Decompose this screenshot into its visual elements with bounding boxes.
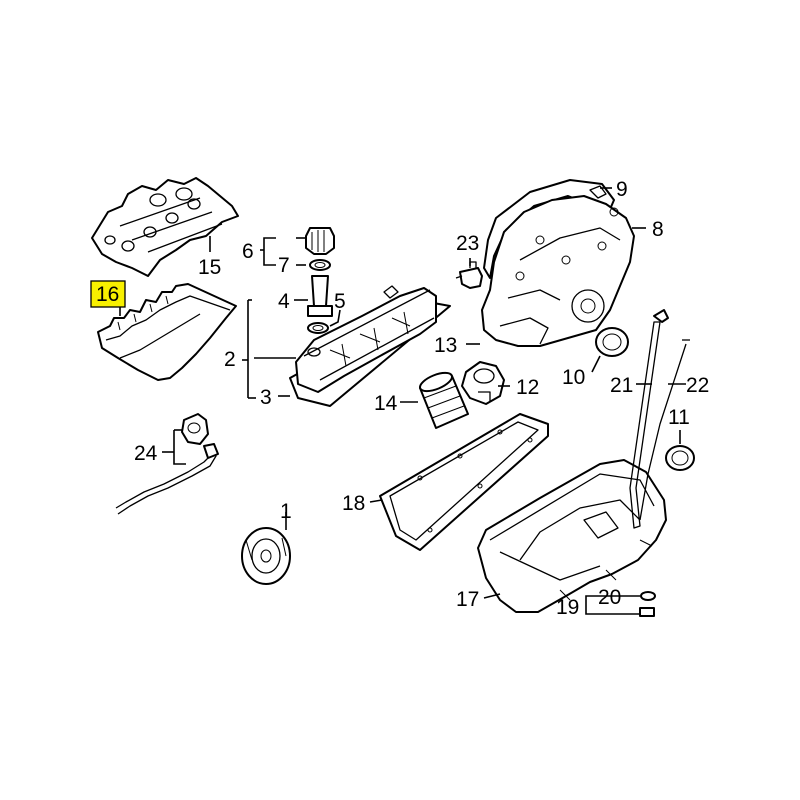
label-16-highlight <box>90 280 126 308</box>
crankcase-vent-part[interactable] <box>181 413 209 445</box>
label-20: 20 <box>598 586 621 609</box>
oil-filter-part[interactable] <box>418 369 469 429</box>
label-11: 11 <box>668 406 690 429</box>
oil-filler-tube-part[interactable] <box>307 275 333 317</box>
label-1: 1 <box>280 500 292 523</box>
oil-pan-gasket-part[interactable] <box>379 413 549 551</box>
label-10: 10 <box>562 366 585 389</box>
oil-filler-tube-oring-part[interactable] <box>307 322 329 334</box>
timing-cover-part[interactable] <box>481 185 635 347</box>
leader-lines <box>119 187 686 615</box>
drain-plug-gasket-part[interactable] <box>640 591 656 601</box>
label-9: 9 <box>616 178 628 201</box>
oil-filler-seal-part[interactable] <box>309 259 331 271</box>
label-21: 21 <box>610 374 633 397</box>
dipstick-part[interactable] <box>629 309 669 529</box>
oil-filler-cap-part[interactable] <box>305 227 335 255</box>
callout-labels: 1 2 3 4 5 6 7 8 9 10 11 12 13 14 15 16 1… <box>90 178 709 619</box>
timing-cover-seal-part[interactable] <box>595 327 629 357</box>
label-4: 4 <box>278 290 290 313</box>
label-3: 3 <box>260 386 272 409</box>
label-19: 19 <box>556 596 579 619</box>
label-17: 17 <box>456 588 479 611</box>
label-18: 18 <box>342 492 365 515</box>
sensor-part[interactable] <box>455 261 483 289</box>
label-22: 22 <box>686 374 709 397</box>
valve-cover-part[interactable] <box>295 285 437 393</box>
rear-main-seal-part[interactable] <box>665 445 695 471</box>
label-5: 5 <box>334 290 346 313</box>
label-8: 8 <box>652 218 664 241</box>
oil-pan-part[interactable] <box>477 459 667 613</box>
crankshaft-pulley-part[interactable] <box>241 527 291 585</box>
vent-hose-part[interactable] <box>115 443 219 515</box>
intake-manifold-part[interactable] <box>91 177 239 277</box>
timing-cover-gasket-part[interactable] <box>483 179 615 279</box>
label-15: 15 <box>198 256 221 279</box>
drain-plug-part[interactable] <box>639 607 655 617</box>
intake-gasket-part[interactable] <box>97 283 237 381</box>
label-24: 24 <box>134 442 158 465</box>
oil-filter-adapter-part[interactable] <box>461 361 505 405</box>
label-6: 6 <box>242 240 254 263</box>
label-13: 13 <box>434 334 457 357</box>
label-23: 23 <box>456 232 479 255</box>
label-12: 12 <box>516 376 539 399</box>
label-2: 2 <box>224 348 236 371</box>
label-7: 7 <box>278 254 290 277</box>
label-16: 16 <box>96 283 119 306</box>
label-14: 14 <box>374 392 398 415</box>
